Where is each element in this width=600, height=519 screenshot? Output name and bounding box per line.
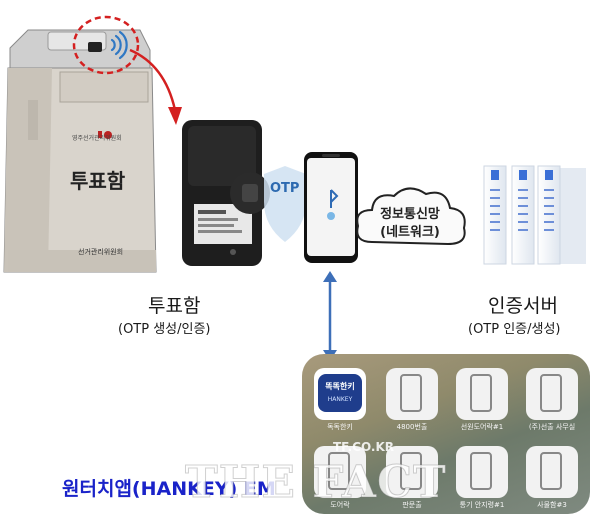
ballot-box-title: 투표함 [148,295,201,317]
otp-badge-label: OTP [270,181,300,196]
app-tile-caption: 4800번출 [396,423,428,431]
app-tile-caption: 사물함#3 [537,501,567,509]
app-tile-caption: 독독한키 [327,423,353,431]
logo-text-bottom: HANKEY [327,396,353,403]
door-lock-icon [470,452,492,490]
ballot-box-image [3,15,157,273]
door-lock-icon [400,374,422,412]
red-arrow [129,48,182,125]
app-tile-lock[interactable] [456,446,508,498]
watermark-logo: THE FACT [185,457,447,509]
blue-double-arrow [323,271,337,361]
cloud-text-line1: 정보통신망 [380,207,440,222]
otp-lock-device [182,120,262,266]
app-tile-lock[interactable] [526,446,578,498]
app-tile-caption: 선원도어락#1 [460,423,504,431]
app-tile-lock[interactable] [314,446,366,498]
auth-server-subtitle: (OTP 인증/생성) [468,322,561,337]
smartphone-icon [304,152,358,263]
app-screen-panel: 똑똑한키 HANKEY 독독한키 4800번출 선원도어락#1 (주)선출 사무… [302,354,590,514]
app-tile-caption: (주)선출 사무실 [528,423,576,431]
highlight-circle [72,15,140,75]
key-fob-icon [230,172,270,214]
app-tile-caption: 판문출 [402,501,422,509]
ballot-box-maker-text: 선거관리위원회 [78,248,124,256]
cloud-text-line2: (네트워크) [380,225,440,240]
door-lock-icon [470,374,492,412]
app-tile-caption: 도어락 [330,501,350,509]
app-logo-tile[interactable]: 똑똑한키 HANKEY [314,368,366,420]
watermark-url: TF.CO.KR [333,440,395,454]
app-tile-lock[interactable] [526,368,578,420]
auth-server-icon [483,165,586,265]
ballot-box-subtitle: (OTP 생성/인증) [118,322,211,337]
ballot-box-emblem-text: 영주선거관리위원회 [72,135,122,142]
app-name-label: 원터치앱(HANKEY) EM [62,478,276,500]
door-lock-icon [400,452,422,490]
emblem-icon [104,131,112,139]
auth-server-title: 인증서버 [488,295,558,317]
app-tile-lock[interactable] [386,446,438,498]
ballot-box-face-label: 투표함 [70,169,126,193]
door-lock-icon [328,452,350,490]
door-lock-icon [540,374,562,412]
logo-text-top: 똑똑한키 [325,382,355,391]
wireless-signal-icon [110,30,128,60]
app-tile-lock[interactable] [386,368,438,420]
app-tile-caption: 통기 안지령#1 [459,501,505,509]
door-lock-icon [540,452,562,490]
app-tile-lock[interactable] [456,368,508,420]
hankey-logo-icon [318,374,362,412]
otp-shield-icon [264,166,306,242]
network-cloud [356,187,466,246]
